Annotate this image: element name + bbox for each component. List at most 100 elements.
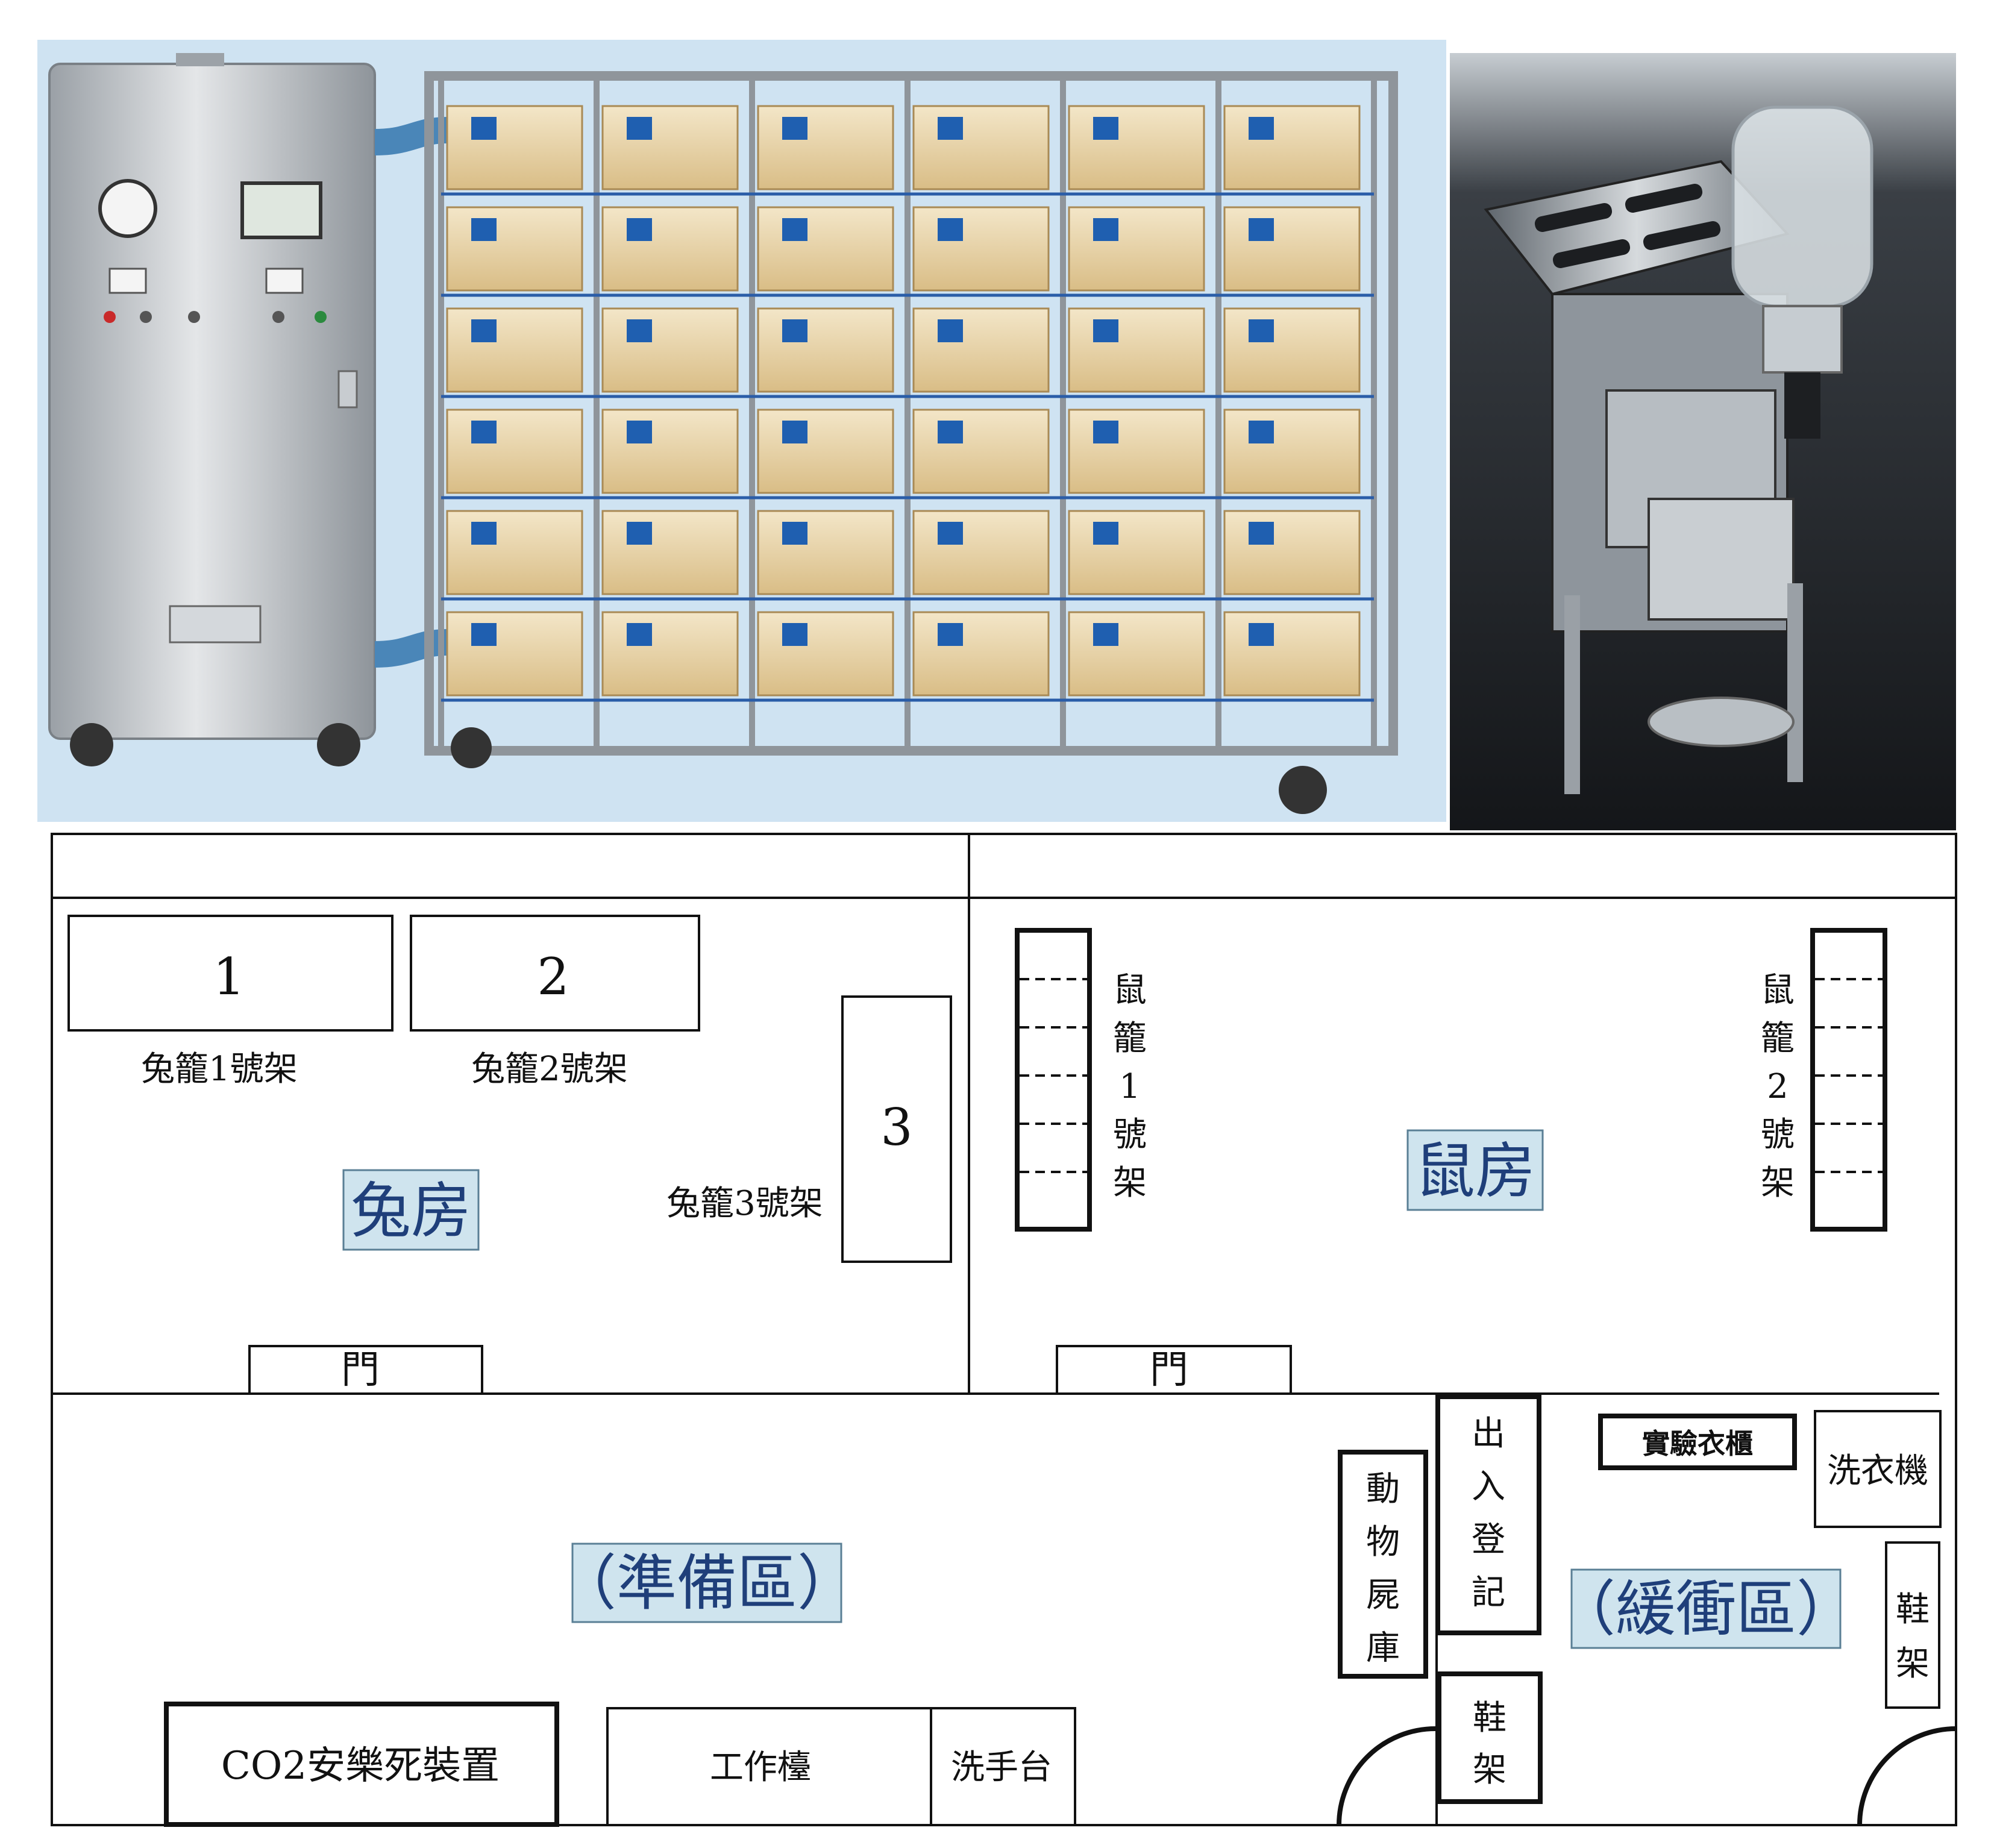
cage-filter-cap	[782, 319, 807, 342]
door-swing-buffer	[1857, 1726, 1957, 1826]
rat-rack-1-char: 架	[1113, 1164, 1147, 1203]
cage-filter-cap	[627, 623, 652, 646]
buffer-shoe-rack-char: 架	[1896, 1644, 1930, 1684]
cage-box	[912, 611, 1050, 697]
rat-rack-1-char: 1	[1119, 1067, 1141, 1106]
cage-box	[1223, 105, 1361, 190]
cage-filter-cap	[1093, 421, 1118, 443]
cage-filter-cap	[1093, 117, 1118, 140]
rabbit-rack-2-label: 兔籠2號架	[471, 1050, 628, 1089]
cage-filter-cap	[938, 117, 963, 140]
cage-filter-cap	[627, 421, 652, 443]
cage-box	[757, 611, 894, 697]
prep-area-label: （準備區）	[556, 1548, 857, 1618]
rabbit-room-label-bg	[342, 1169, 480, 1251]
rat-rack-2-char: 籠	[1761, 1019, 1795, 1058]
shoe-rack-char: 架	[1473, 1750, 1506, 1790]
cage-box	[757, 105, 894, 190]
rat-rack-1-char: 鼠	[1113, 971, 1147, 1010]
rat-room-label-bg	[1406, 1129, 1544, 1211]
cage-box	[912, 510, 1050, 595]
cage-filter-cap	[782, 623, 807, 646]
cage-box	[446, 206, 583, 292]
cage-box	[1223, 206, 1361, 292]
carcass-storage-char: 動	[1366, 1470, 1400, 1509]
rabbit-rack-3-number: 3	[880, 1098, 912, 1157]
cage-filter-cap	[1249, 421, 1274, 443]
buffer-area-label: （緩衝區）	[1555, 1574, 1857, 1644]
rabbit-rack-2	[410, 915, 700, 1032]
rabbit-room-label: 兔房	[351, 1176, 471, 1246]
workbench	[606, 1707, 1076, 1826]
cage-box	[1223, 510, 1361, 595]
cage-filter-cap	[1093, 623, 1118, 646]
cage-filter-cap	[471, 623, 497, 646]
cage-filter-cap	[1249, 522, 1274, 545]
carcass-storage	[1338, 1450, 1428, 1679]
lab-coat-cabinet	[1598, 1414, 1797, 1470]
cage-filter-cap	[938, 522, 963, 545]
carcass-storage-char: 庫	[1366, 1629, 1400, 1668]
rabbit-rack-2-number: 2	[537, 947, 569, 1006]
cage-box	[446, 510, 583, 595]
carcass-storage-char: 屍	[1366, 1576, 1400, 1615]
cage-box	[1068, 510, 1205, 595]
floor-plan-outline	[51, 833, 1957, 1826]
rat-rack-1	[1015, 928, 1092, 1232]
cage-box	[1223, 409, 1361, 494]
rat-room-door	[1056, 1345, 1292, 1395]
rat-rack-2-char: 鼠	[1761, 971, 1795, 1010]
sink-label: 洗手台	[951, 1748, 1052, 1787]
entry-register-char: 記	[1472, 1573, 1505, 1612]
cage-box	[601, 510, 739, 595]
workbench-label: 工作檯	[710, 1748, 811, 1787]
cage-box	[757, 510, 894, 595]
rabbit-rack-1	[67, 915, 393, 1032]
buffer-shoe-rack	[1885, 1541, 1940, 1709]
shoe-rack-char: 鞋	[1473, 1699, 1506, 1738]
buffer-area-label-bg	[1570, 1568, 1842, 1649]
cage-box	[757, 409, 894, 494]
cage-filter-cap	[938, 421, 963, 443]
cage-filter-cap	[471, 218, 497, 241]
cage-box	[1068, 307, 1205, 393]
cage-filter-cap	[471, 319, 497, 342]
rat-rack-shelves	[1020, 978, 1883, 1173]
cage-box	[1068, 206, 1205, 292]
stainless-cage-illustration	[1450, 53, 1956, 830]
cage-filter-cap	[471, 421, 497, 443]
cage-box	[757, 206, 894, 292]
cage-box	[601, 409, 739, 494]
cage-filter-cap	[471, 522, 497, 545]
cage-box	[1068, 409, 1205, 494]
cage-filter-cap	[627, 117, 652, 140]
rabbit-rack-3-label: 兔籠3號架	[666, 1184, 823, 1223]
cage-filter-cap	[938, 623, 963, 646]
cage-filter-cap	[1093, 522, 1118, 545]
cage-filter-cap	[1249, 218, 1274, 241]
cage-filter-cap	[1249, 319, 1274, 342]
cage-filter-cap	[627, 218, 652, 241]
buffer-shoe-rack-char: 鞋	[1896, 1590, 1930, 1629]
entry-register-char: 入	[1472, 1467, 1505, 1506]
rat-rack-1-char: 籠	[1113, 1019, 1147, 1058]
entry-register-char: 出	[1472, 1414, 1505, 1453]
co2-euthanasia-device	[164, 1702, 559, 1827]
rat-rack-1-char: 號	[1113, 1115, 1147, 1154]
cage-filter-cap	[1249, 117, 1274, 140]
cage-box	[446, 307, 583, 393]
cage-filter-cap	[627, 319, 652, 342]
cage-filter-cap	[782, 218, 807, 241]
rabbit-room-door	[248, 1345, 483, 1395]
cage-box	[446, 409, 583, 494]
lab-coat-cabinet-label: 實驗衣櫃	[1642, 1427, 1753, 1460]
prep-area-label-bg	[571, 1543, 842, 1623]
cage-filter-cap	[1093, 319, 1118, 342]
cage-box	[1068, 611, 1205, 697]
rat-rack-2	[1810, 928, 1887, 1232]
cage-box	[601, 611, 739, 697]
cage-box	[446, 105, 583, 190]
rabbit-rack-1-label: 兔籠1號架	[141, 1050, 298, 1089]
cage-filter-cap	[938, 218, 963, 241]
